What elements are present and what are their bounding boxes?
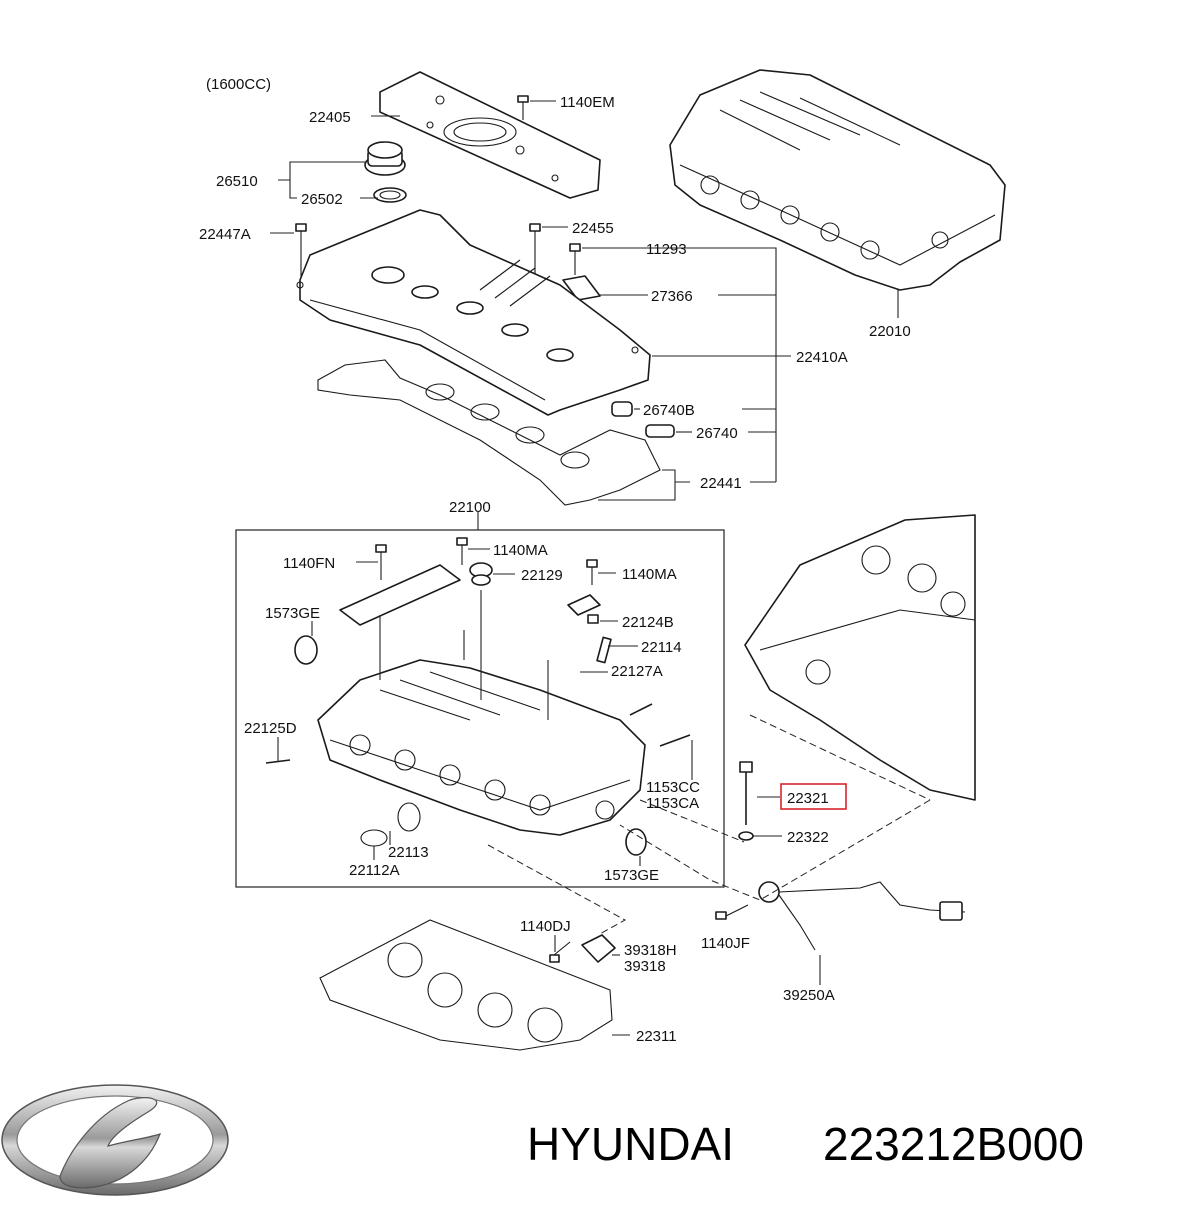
bracket-27366	[562, 275, 601, 301]
label-22127a: 22127A	[611, 663, 663, 680]
label-22321: 22321	[787, 790, 829, 807]
label-1140em: 1140EM	[560, 94, 615, 111]
plug-1573ge-b	[625, 828, 647, 856]
cylinder-head-assy-22010	[669, 69, 1006, 291]
assembly-frame-22100	[235, 529, 725, 888]
label-26740: 26740	[696, 425, 738, 442]
label-22100: 22100	[449, 499, 491, 516]
label-39250a: 39250A	[783, 987, 835, 1004]
breather-hose-26740b	[611, 401, 633, 417]
cylinder-head-22100	[317, 659, 646, 836]
bolt-11293	[569, 243, 581, 275]
label-22311: 22311	[636, 1028, 677, 1045]
label-39318: 39318	[624, 958, 666, 975]
bearing-cap-22124b	[567, 594, 601, 624]
highlight-box-22321	[780, 783, 847, 810]
engine-block	[744, 514, 976, 801]
seal-22112a	[360, 829, 388, 847]
alignment-dashes	[487, 714, 931, 936]
bolt-1140jf	[715, 904, 749, 920]
pin-22114	[596, 636, 612, 664]
label-1140ma-a: 1140MA	[493, 542, 548, 559]
bolt-1140em	[517, 95, 529, 120]
cylinder-head-cover-22410a	[296, 209, 651, 416]
label-22129: 22129	[521, 567, 563, 584]
seal-22113	[397, 802, 421, 832]
label-1153cc: 1153CC	[646, 779, 700, 796]
hyundai-logo-icon	[1, 1084, 229, 1196]
brand-part-number: 223212B000	[823, 1118, 1084, 1170]
cam-sensor-39318	[581, 934, 616, 963]
brand-name: HYUNDAI	[527, 1118, 734, 1170]
label-22124b: 22124B	[622, 614, 674, 631]
label-22322: 22322	[787, 829, 829, 846]
label-1140fn: 1140FN	[283, 555, 335, 572]
label-1140ma-b: 1140MA	[622, 566, 677, 583]
bolt-1140ma-b	[586, 559, 598, 585]
label-22113: 22113	[388, 844, 429, 861]
label-26502: 26502	[301, 191, 343, 208]
label-22405: 22405	[309, 109, 351, 126]
label-26740b: 26740B	[643, 402, 695, 419]
knock-sensor-39250a	[758, 881, 966, 951]
label-26510: 26510	[216, 173, 258, 190]
bolt-1140ma-a	[456, 537, 468, 565]
label-39318h: 39318H	[624, 942, 677, 959]
cover-gasket-22441	[317, 359, 661, 506]
label-1153ca: 1153CA	[646, 795, 699, 812]
stud-1153cc	[659, 734, 691, 747]
label-11293: 11293	[646, 241, 687, 258]
engine-cover-22405	[379, 71, 601, 199]
label-22112a: 22112A	[349, 862, 400, 879]
label-1140dj: 1140DJ	[520, 918, 571, 935]
label-1140jf: 1140JF	[701, 935, 750, 952]
label-22441: 22441	[700, 475, 742, 492]
camshaft-bearing-cap-1140fn	[339, 544, 461, 626]
label-1573ge-b: 1573GE	[604, 867, 659, 884]
label-22114: 22114	[641, 639, 682, 656]
cap-22129	[469, 562, 493, 586]
bolt-1140dj	[549, 941, 571, 963]
head-bolt-22321	[739, 761, 753, 825]
label-22455: 22455	[572, 220, 614, 237]
label-22010: 22010	[869, 323, 911, 340]
label-22447a: 22447A	[199, 226, 251, 243]
label-22125d: 22125D	[244, 720, 297, 737]
label-variant: (1600CC)	[206, 76, 271, 93]
label-1573ge-a: 1573GE	[265, 605, 320, 622]
breather-tube-26740	[645, 424, 675, 438]
plug-1573ge-a	[294, 635, 318, 665]
bolt-22447a	[295, 223, 307, 280]
leader-lines	[270, 100, 899, 1036]
washer-22322	[738, 831, 754, 841]
stud-22127a	[629, 703, 653, 716]
label-27366: 27366	[651, 288, 693, 305]
part-labels: (1600CC) 1140EM 22405 26510 26502 22447A…	[199, 76, 911, 1045]
label-22410a: 22410A	[796, 349, 848, 366]
head-gasket-22311	[319, 919, 613, 1051]
oil-filler-cap-26510	[364, 141, 407, 203]
